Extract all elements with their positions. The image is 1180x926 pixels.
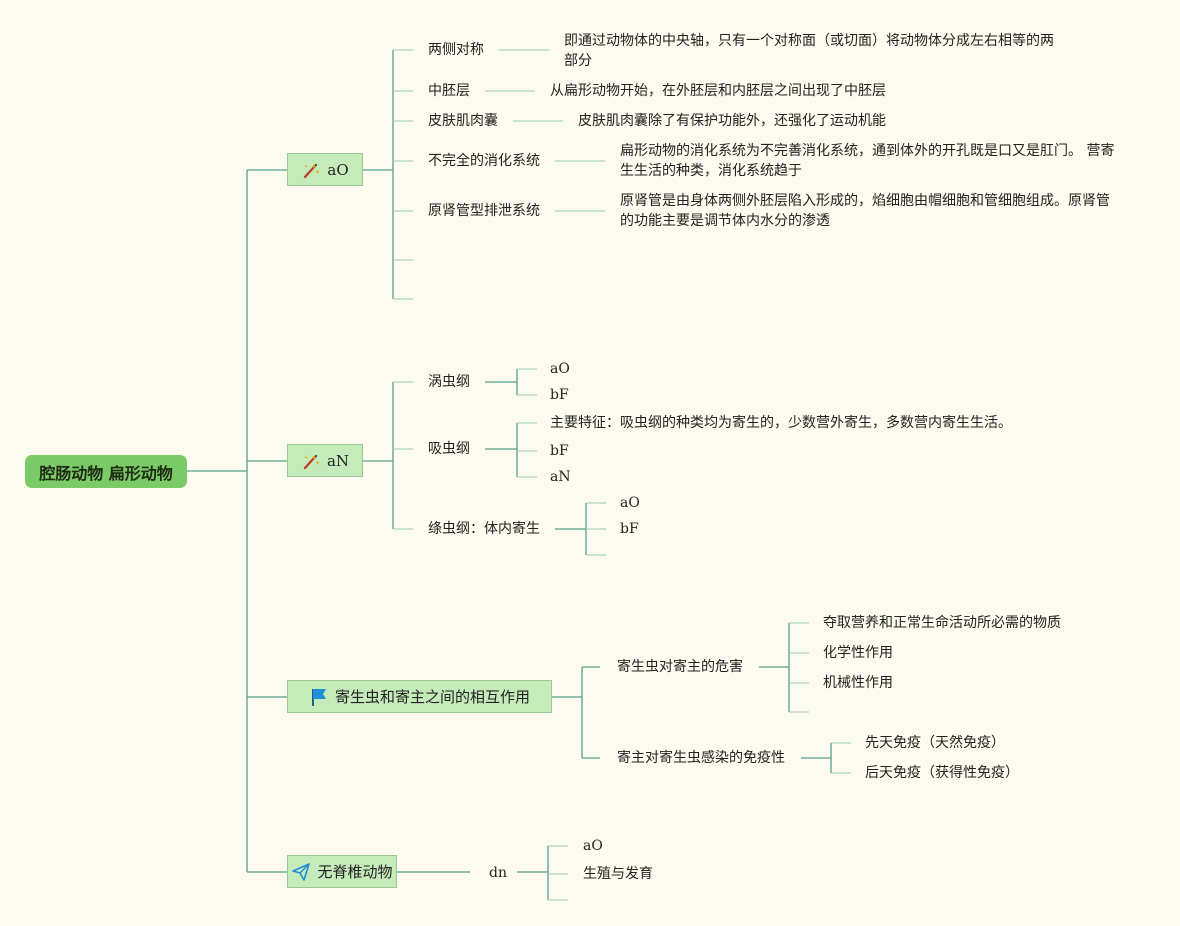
root-label: 腔肠动物 扁形动物 <box>39 463 173 483</box>
leaf-label[interactable]: 机械性作用 <box>823 675 893 691</box>
topic-label[interactable]: 原肾管型排泄系统 <box>428 203 540 219</box>
branch3-connector <box>552 666 600 759</box>
branch-node-an[interactable]: ✦✦✦ aN <box>287 444 363 477</box>
svg-text:✦: ✦ <box>315 169 320 176</box>
subtopic-label[interactable]: 寄主对寄生虫感染的免疫性 <box>617 750 785 766</box>
class-label[interactable]: 涡虫纲 <box>428 374 470 390</box>
topic-label[interactable]: 不完全的消化系统 <box>428 153 540 169</box>
topic-label[interactable]: 中胚层 <box>428 83 470 99</box>
leaf-label[interactable]: bF <box>550 443 569 459</box>
branch-label: 无脊椎动物 <box>317 863 393 881</box>
subtopic-label[interactable]: 寄生虫对寄主的危害 <box>617 659 743 675</box>
svg-text:✦: ✦ <box>311 163 317 171</box>
branch-label: 寄生虫和寄主之间的相互作用 <box>334 688 530 706</box>
branch-label: aN <box>326 451 350 470</box>
leaf-label[interactable]: 主要特征：吸虫纲的种类均为寄生的，少数营外寄生，多数营内寄生生活。 <box>550 415 1012 431</box>
leaf-label[interactable]: 后天免疫（获得性免疫） <box>865 765 1019 781</box>
branch-label: aO <box>327 160 349 179</box>
leaf-label[interactable]: aO <box>550 361 570 377</box>
leaf-label[interactable]: 化学性作用 <box>823 645 893 661</box>
branch-node-invertebrates[interactable]: 无脊椎动物 <box>287 855 397 888</box>
leaf-label[interactable]: aN <box>550 469 571 485</box>
topic-label[interactable]: 两侧对称 <box>428 42 484 58</box>
class-label[interactable]: 吸虫纲 <box>428 441 470 457</box>
root-node[interactable]: 腔肠动物 扁形动物 <box>25 455 187 488</box>
magic-wand-icon: ✦✦✦ <box>301 160 321 180</box>
magic-wand-icon: ✦✦✦ <box>301 451 321 471</box>
topic-description: 原肾管是由身体两侧外胚层陷入形成的，焰细胞由帽细胞和管细胞组成。原肾管的功能主要… <box>620 193 1110 229</box>
branch-node-ao[interactable]: ✦✦✦ aO <box>287 153 363 186</box>
flag-icon <box>309 687 329 707</box>
subtopic-label[interactable]: dn <box>489 865 507 881</box>
svg-text:✦: ✦ <box>315 460 320 467</box>
leaf-label[interactable]: 先天免疫（天然免疫） <box>865 735 1005 751</box>
topic-description: 皮肤肌肉囊除了有保护功能外，还强化了运动机能 <box>578 113 886 129</box>
leaf-label[interactable]: aO <box>583 838 603 854</box>
leaf-label[interactable]: aO <box>620 495 640 511</box>
svg-text:✦: ✦ <box>304 164 308 170</box>
leaf-label[interactable]: bF <box>550 387 569 403</box>
leaf-label[interactable]: bF <box>620 521 639 537</box>
topic-description: 从扁形动物开始，在外胚层和内胚层之间出现了中胚层 <box>550 83 886 99</box>
leaf-label[interactable]: 生殖与发育 <box>583 866 653 882</box>
topic-description: 扁形动物的消化系统为不完善消化系统，通到体外的开孔既是口又是肛门。 营寄生生活的… <box>620 143 1115 179</box>
svg-text:✦: ✦ <box>304 455 308 461</box>
topic-description: 即通过动物体的中央轴，只有一个对称面（或切面）将动物体分成左右相等的两部分 <box>564 33 1054 69</box>
svg-text:✦: ✦ <box>311 454 317 462</box>
topic-label[interactable]: 皮肤肌肉囊 <box>428 113 498 129</box>
class-label[interactable]: 绦虫纲：体内寄生 <box>428 521 540 537</box>
branch-node-interaction[interactable]: 寄生虫和寄主之间的相互作用 <box>287 680 552 713</box>
leaf-label[interactable]: 夺取营养和正常生命活动所必需的物质 <box>823 615 1061 631</box>
paper-plane-icon <box>291 862 311 882</box>
branch1-connector <box>363 50 394 299</box>
branch2-connector <box>363 382 394 529</box>
root-connector <box>187 169 287 873</box>
